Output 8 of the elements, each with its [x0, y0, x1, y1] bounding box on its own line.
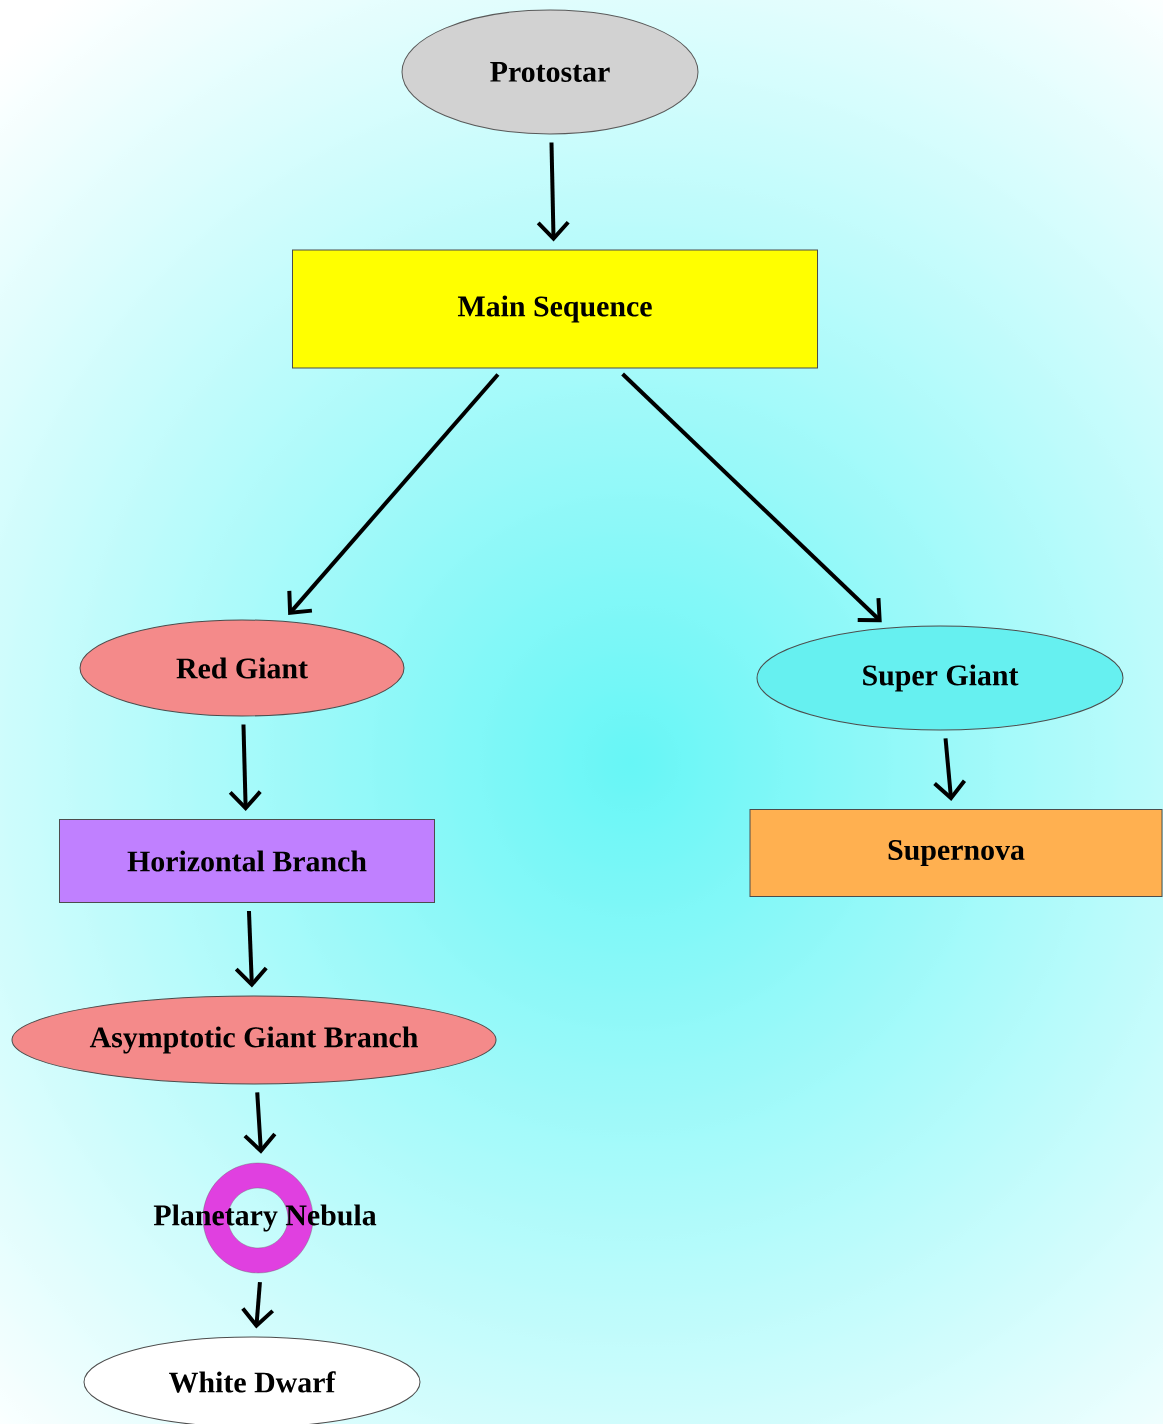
stage-box: Horizontal Branch [59, 819, 435, 903]
arrow [228, 724, 262, 811]
arrow [287, 373, 500, 616]
stage-box: Main Sequence [292, 249, 818, 369]
arrow [536, 142, 570, 242]
arrow [621, 372, 882, 623]
arrow [234, 910, 268, 988]
stage-box: Supernova [749, 809, 1163, 897]
